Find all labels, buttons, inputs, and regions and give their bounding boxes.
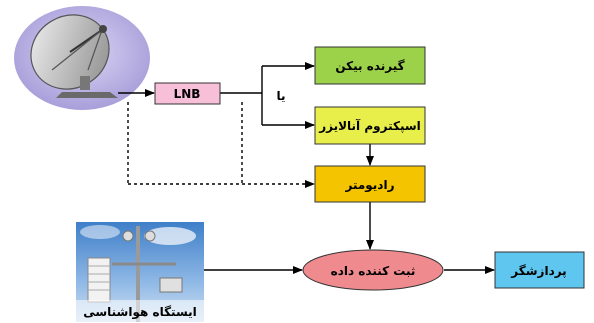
spectrum-analyzer-box: اسپکتروم آنالایزر <box>314 106 426 145</box>
radiometer-box: رادیومتر <box>314 165 426 203</box>
radiometer-label: رادیومتر <box>344 178 394 193</box>
data-logger-label: ثبت کننده داده <box>331 264 416 278</box>
or-label: یا <box>276 89 285 103</box>
data-logger-ellipse: ثبت کننده داده <box>302 249 444 291</box>
lnb-box: LNB <box>154 82 221 105</box>
lnb-box-shape <box>154 82 221 105</box>
processor-label: پردازشگر <box>510 264 566 278</box>
connectors-dotted <box>127 102 315 188</box>
processor-shape <box>494 251 585 289</box>
beacon-receiver-box: گیرنده بیکن <box>314 46 426 85</box>
spectrum-analyzer-label: اسپکتروم آنالایزر <box>318 118 421 134</box>
processor-box: پردازشگر <box>494 251 585 289</box>
data-logger-shape <box>302 249 444 291</box>
spectrum-analyzer-shape <box>314 106 426 145</box>
satellite-dish-icon <box>14 6 150 110</box>
weather-station-icon <box>76 222 204 322</box>
weather-station-label: ایستگاه هواشناسی <box>83 305 197 320</box>
connectors-solid <box>118 62 495 274</box>
beacon-receiver-shape <box>314 46 426 85</box>
beacon-receiver-label: گیرنده بیکن <box>335 59 404 73</box>
lnb-label: LNB <box>174 87 201 101</box>
radiometer-shape <box>314 165 426 203</box>
